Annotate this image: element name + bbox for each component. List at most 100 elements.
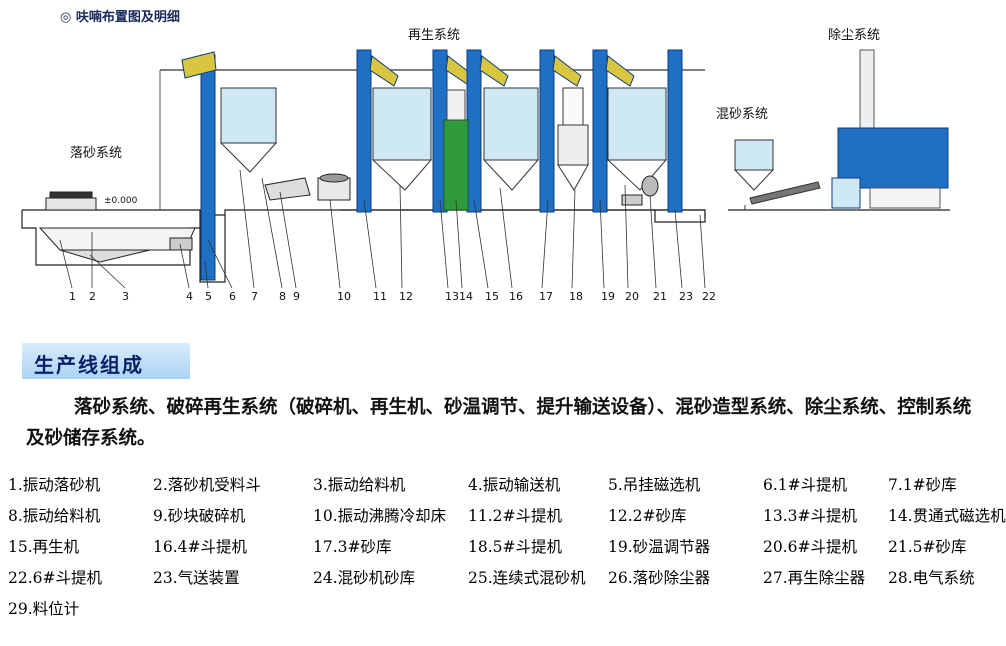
crushers: [264, 173, 659, 206]
label-regen-system: 再生系统: [408, 28, 461, 43]
ground-structure: [21, 209, 950, 283]
callout-leader: [89, 254, 126, 289]
dust-collector: [831, 49, 949, 209]
legend-item: 7.1#砂库: [888, 476, 957, 494]
legend-item: 25.连续式混砂机: [468, 569, 586, 587]
callout-number: 18: [569, 290, 583, 303]
callout-number: 22: [702, 290, 716, 303]
callout-number: 17: [539, 290, 553, 303]
callout-number: 15: [485, 290, 499, 303]
elevator-1: [200, 54, 216, 281]
legend-item: 29.料位计: [8, 600, 80, 618]
legend-item: 22.6#斗提机: [8, 569, 102, 587]
label-shakeout-system: 落砂系统: [70, 146, 123, 161]
legend-item: 17.3#砂库: [313, 538, 392, 556]
callout-leader: [499, 187, 513, 289]
callout-number: 10: [337, 290, 351, 303]
component-legend: 1.振动落砂机 2.落砂机受料斗 3.振动给料机 4.振动输送机 5.吊挂磁选机 6.1#…: [8, 470, 1006, 625]
callout-number: 6: [229, 290, 236, 303]
legend-item: 10.振动沸腾冷却床: [313, 507, 447, 525]
callout-leader: [473, 199, 489, 289]
callout-number: 1: [69, 290, 76, 303]
callout-leader: [204, 261, 209, 289]
callout-number: 7: [251, 290, 258, 303]
legend-item: 3.振动给料机: [313, 476, 406, 494]
legend-row: 8.振动给料机 9.砂块破碎机 10.振动沸腾冷却床 11.2#斗提机 12.2#砂库 1…: [8, 501, 1006, 532]
callout-number: 16: [509, 290, 523, 303]
callout-number: 3: [122, 290, 129, 303]
page-title: ◎ 呋喃布置图及明细: [60, 10, 180, 25]
callout-leader: [279, 191, 297, 289]
legend-item: 11.2#斗提机: [468, 507, 562, 525]
legend-item: 28.电气系统: [888, 569, 975, 587]
elevator-5: [539, 49, 555, 213]
callout-number: 19: [601, 290, 615, 303]
legend-item: 2.落砂机受料斗: [153, 476, 261, 494]
legend-item: 27.再生除尘器: [763, 569, 866, 587]
callout-leader: [624, 184, 629, 289]
callout-number: 8: [279, 290, 286, 303]
legend-item: 18.5#斗提机: [468, 538, 562, 556]
label-dust-system: 除尘系统: [828, 28, 881, 43]
callout-number: 12: [399, 290, 413, 303]
shakeout-machine: [38, 191, 196, 263]
callout-leader: [179, 243, 190, 289]
legend-row: 15.再生机 16.4#斗提机 17.3#砂库 18.5#斗提机 19.砂温调节器 20.…: [8, 532, 994, 563]
label-mix-system: 混砂系统: [716, 107, 769, 122]
callout-leader: [329, 199, 341, 289]
legend-item: 4.振动输送机: [468, 476, 561, 494]
callout-leader: [674, 209, 683, 289]
callout-number: 5: [205, 290, 212, 303]
legend-item: 21.5#砂库: [888, 538, 967, 556]
elevator-4: [466, 49, 482, 213]
callout-number: 21: [653, 290, 667, 303]
legend-item: 23.气送装置: [153, 569, 240, 587]
legend-item: 19.砂温调节器: [608, 538, 711, 556]
elevator-pit: [199, 215, 226, 283]
legend-item: 14.贯通式磁选机: [888, 507, 1006, 525]
callout-leader: [399, 184, 403, 289]
sand-temp-regulator: [557, 124, 589, 166]
callout-number: 4: [186, 290, 193, 303]
legend-item: 13.3#斗提机: [763, 507, 857, 525]
legend-item: 15.再生机: [8, 538, 80, 556]
callout-leader: [455, 199, 463, 289]
legend-row: 1.振动落砂机 2.落砂机受料斗 3.振动给料机 4.振动输送机 5.吊挂磁选机 6.1#…: [8, 470, 994, 501]
callout-leader: [239, 169, 255, 289]
callout-leader: [699, 214, 706, 289]
legend-item: 5.吊挂磁选机: [608, 476, 701, 494]
callout-number: 9: [293, 290, 300, 303]
legend-row: 29.料位计: [8, 594, 994, 625]
callout-leader: [599, 199, 605, 289]
legend-item: 26.落砂除尘器: [608, 569, 711, 587]
level-mark: ±0.000: [104, 196, 138, 206]
silo-2: [372, 87, 432, 161]
callout-number: 11: [373, 290, 387, 303]
elevator-2: [356, 49, 372, 213]
legend-item: 6.1#斗提机: [763, 476, 848, 494]
mixing-system: [733, 139, 821, 210]
callout-leader: [649, 194, 657, 289]
section-banner: 生产线组成: [22, 343, 190, 379]
elevator-7: [667, 49, 683, 213]
callout-leader: [261, 177, 283, 289]
callout-number: 20: [625, 290, 639, 303]
legend-item: 12.2#砂库: [608, 507, 687, 525]
bucket-elevators: [181, 49, 683, 281]
section-title: 生产线组成: [34, 353, 144, 377]
legend-item: 1.振动落砂机: [8, 476, 101, 494]
callout-number: 13: [445, 290, 459, 303]
legend-item: 9.砂块破碎机: [153, 507, 246, 525]
regenerator: [443, 89, 469, 211]
legend-item: 16.4#斗提机: [153, 538, 247, 556]
callout-leader: [207, 239, 233, 289]
legend-item: 20.6#斗提机: [763, 538, 857, 556]
silo-1: [220, 87, 277, 144]
callout-number: 14: [459, 290, 473, 303]
callout-leader: [59, 239, 73, 289]
callout-leader: [363, 199, 377, 289]
callouts: [59, 169, 706, 289]
legend-item: 8.振动给料机: [8, 507, 101, 525]
